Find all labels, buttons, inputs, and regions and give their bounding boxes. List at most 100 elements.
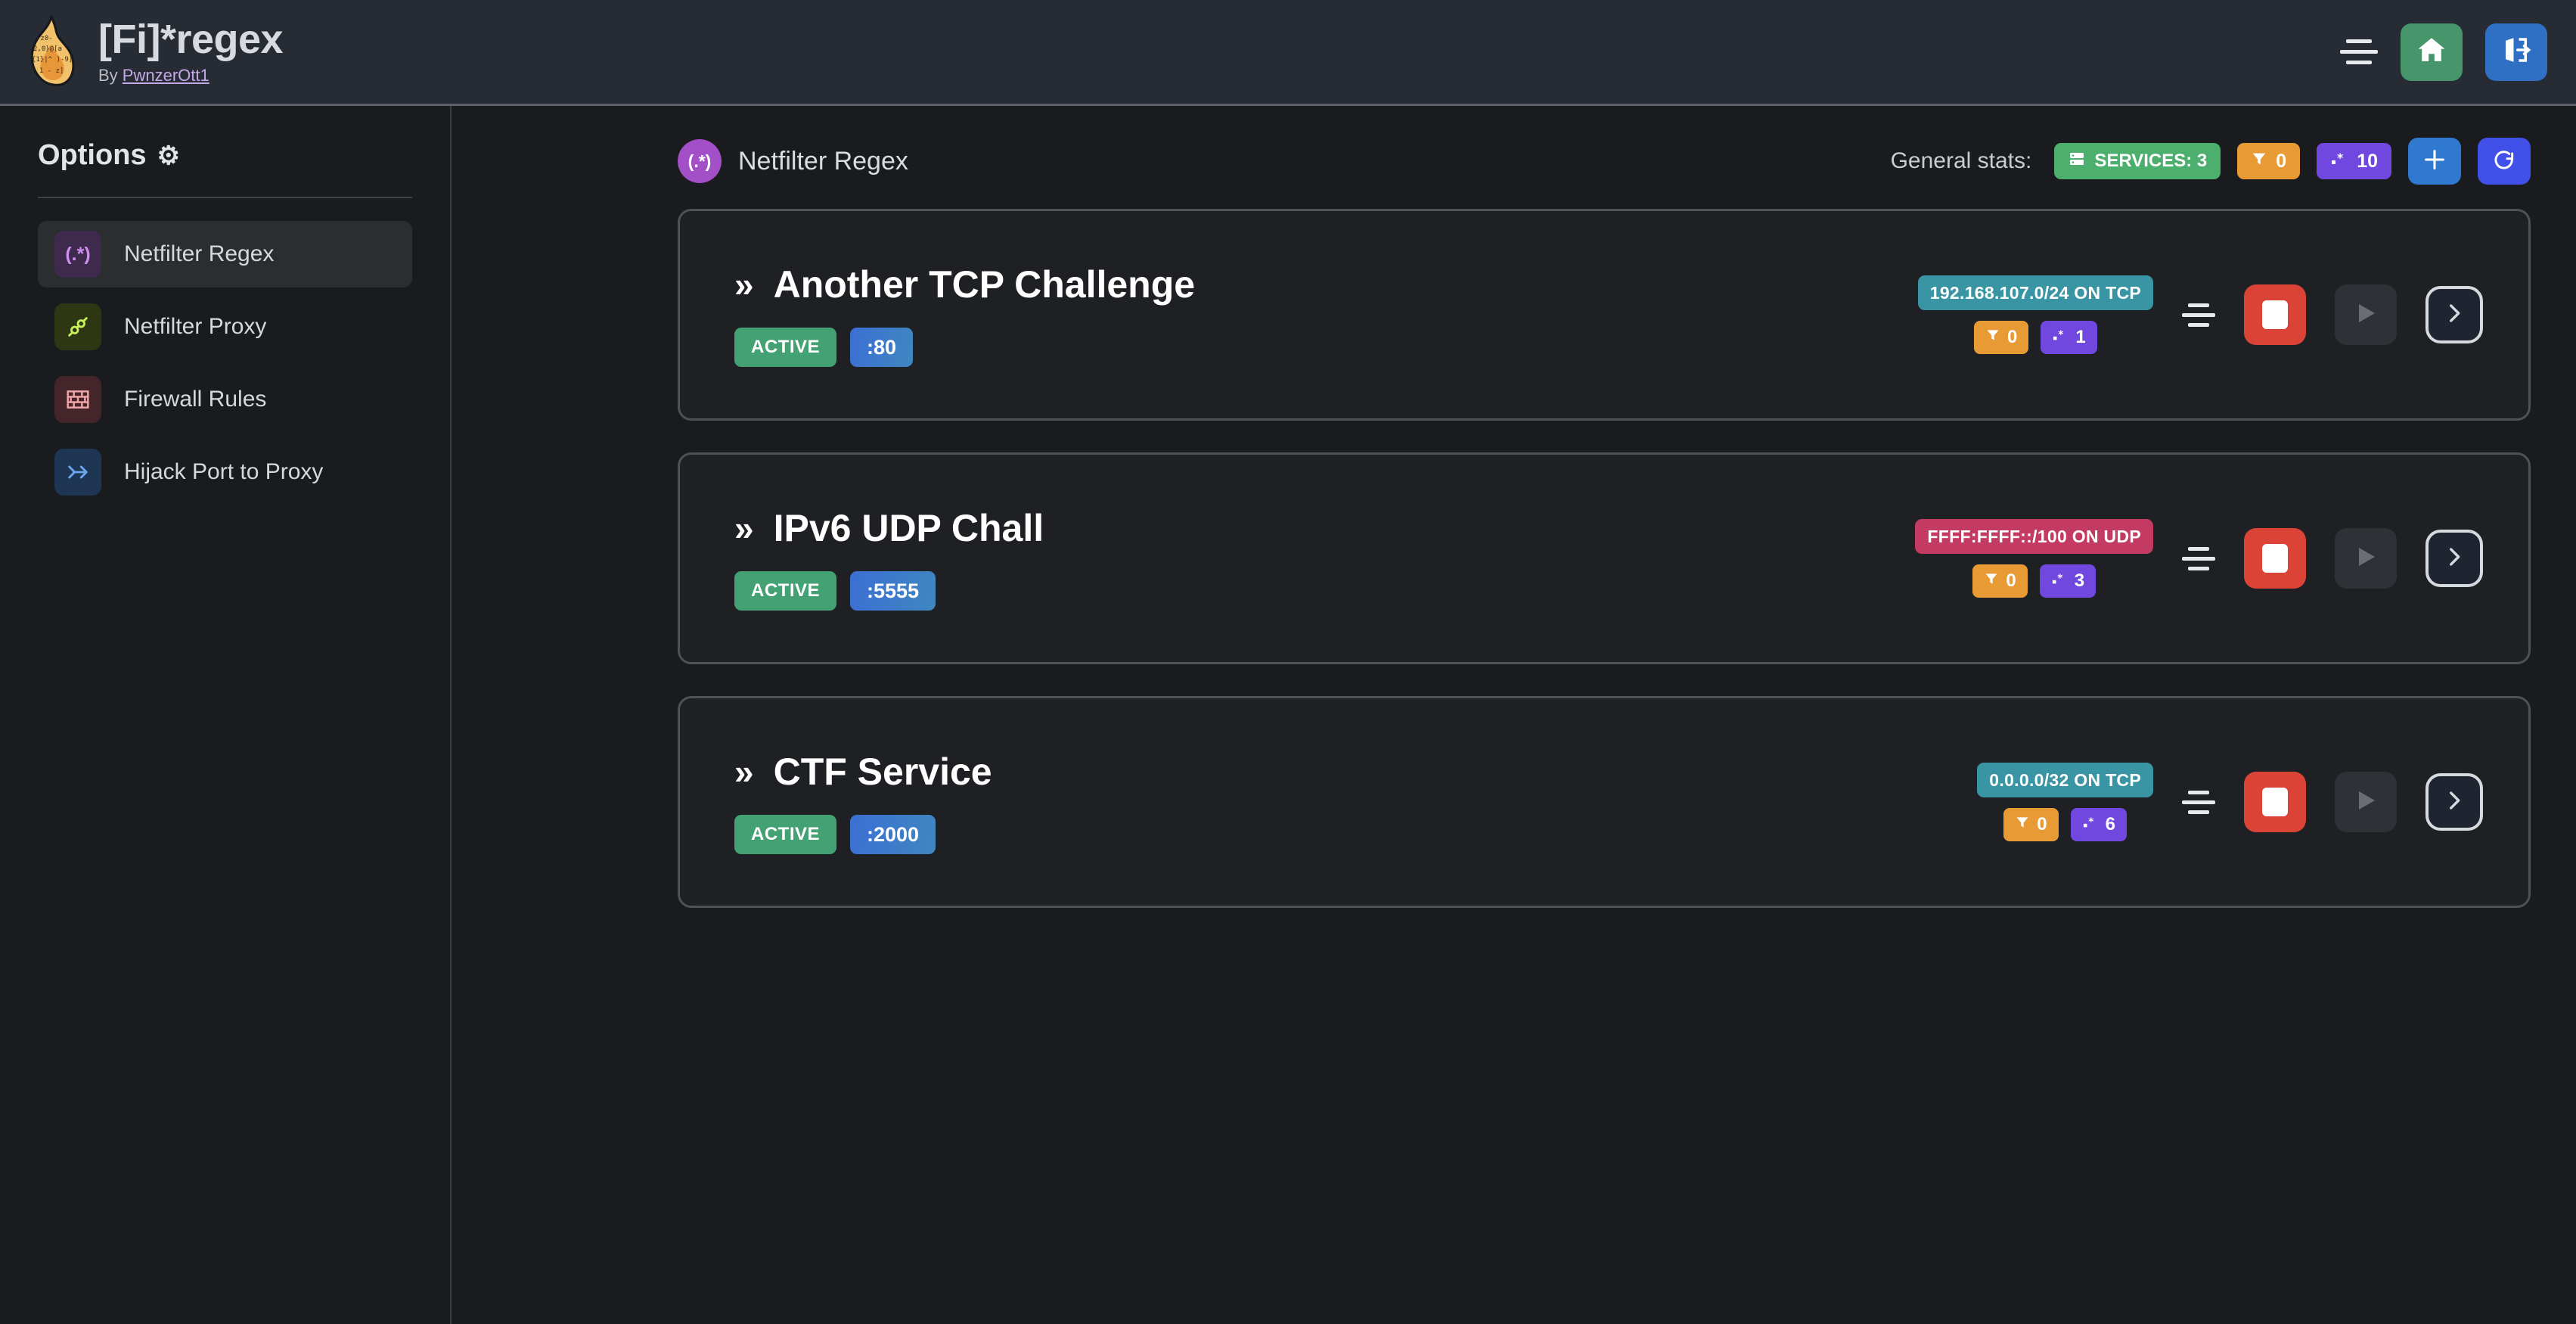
play-button[interactable] (2335, 772, 2397, 832)
general-stats: General stats: SERVICES: 3 0 * 10 (1891, 138, 2531, 185)
general-stats-label: General stats: (1890, 148, 2032, 173)
network-info: 192.168.107.0/24 ON TCP 0 * 1 (1917, 275, 2153, 354)
gear-icon: ⚙ (157, 141, 181, 170)
status-badge-regexes: * 10 (2317, 143, 2391, 179)
sidebar-heading-label: Options (38, 139, 147, 171)
regex-count-label: 3 (2074, 570, 2085, 591)
service-title: » CTF Service (734, 750, 992, 794)
sidebar-item-label: Firewall Rules (124, 387, 267, 412)
open-details-button[interactable] (2425, 286, 2483, 343)
network-badge: 192.168.107.0/24 ON TCP (1917, 275, 2153, 310)
hamburger-icon[interactable] (2340, 37, 2378, 67)
header-actions (2340, 23, 2547, 81)
play-icon (2352, 543, 2379, 574)
network-badge: FFFF:FFFF::/100 ON UDP (1915, 519, 2153, 554)
counters: 0 * 1 (1974, 321, 2097, 354)
author-link[interactable]: PwnzerOtt1 (122, 65, 209, 85)
sidebar-item-label: Netfilter Proxy (124, 314, 267, 339)
hamburger-icon[interactable] (2182, 546, 2215, 570)
flame-logo-icon: -z0- 2,0}@[a {1}|^ )-9] ( 1 - z] (23, 12, 76, 89)
service-badges: ACTIVE :80 (734, 328, 1195, 367)
play-button[interactable] (2335, 528, 2397, 589)
filter-count-label: 0 (2037, 814, 2047, 834)
regex-count-label: 1 (2075, 327, 2086, 347)
sidebar-item-netfilter-regex[interactable]: (.*) Netfilter Regex (38, 221, 412, 287)
chevron-right-icon (2441, 544, 2467, 573)
sidebar: Options ⚙ (.*) Netfilter Regex Netfilter… (0, 106, 452, 1324)
service-controls: FFFF:FFFF::/100 ON UDP 0 * 3 (1915, 519, 2483, 598)
page-title: Netfilter Regex (738, 146, 908, 176)
funnel-icon (1985, 327, 2000, 348)
open-details-button[interactable] (2425, 530, 2483, 587)
refresh-icon (2492, 148, 2516, 176)
port-badge: :5555 (850, 571, 936, 611)
sidebar-divider (38, 197, 412, 198)
filter-count-label: 0 (2006, 570, 2016, 591)
status-badge: ACTIVE (734, 328, 837, 367)
stop-button[interactable] (2244, 284, 2306, 345)
app-author-line: By PwnzerOtt1 (98, 66, 283, 85)
sidebar-item-hijack-port-to-proxy[interactable]: Hijack Port to Proxy (38, 439, 412, 505)
hamburger-icon[interactable] (2182, 790, 2215, 814)
by-label: By (98, 65, 123, 85)
refresh-button[interactable] (2478, 138, 2531, 185)
add-service-button[interactable] (2408, 138, 2461, 185)
regex-count-badge: * 6 (2070, 808, 2127, 841)
svg-text:*: * (2059, 329, 2064, 341)
top-header-bar: -z0- 2,0}@[a {1}|^ )-9] ( 1 - z] [Fi]*re… (0, 0, 2576, 106)
regex-star-icon: * (2082, 814, 2099, 835)
service-name: IPv6 UDP Chall (773, 507, 1044, 549)
svg-text:-z0-: -z0- (36, 35, 53, 42)
funnel-icon (1984, 570, 1999, 592)
chevron-right-icon (2441, 788, 2467, 817)
counters: 0 * 3 (1972, 564, 2096, 598)
stop-icon (2262, 788, 2288, 816)
home-button[interactable] (2401, 23, 2463, 81)
service-card[interactable]: » CTF Service ACTIVE :2000 0.0.0.0/32 ON… (678, 696, 2531, 908)
filter-count-label: 0 (2276, 150, 2287, 172)
sidebar-item-netfilter-proxy[interactable]: Netfilter Proxy (38, 294, 412, 360)
filter-count-badge: 0 (2003, 808, 2059, 841)
play-icon (2352, 300, 2379, 331)
stop-icon (2262, 544, 2288, 573)
port-badge: :80 (850, 328, 914, 367)
service-card[interactable]: » IPv6 UDP Chall ACTIVE :5555 FFFF:FFFF:… (678, 452, 2531, 664)
double-chevron-icon: » (734, 508, 754, 548)
play-button[interactable] (2335, 284, 2397, 345)
svg-text:*: * (2088, 816, 2093, 828)
chevron-right-icon (2441, 300, 2467, 330)
network-info: FFFF:FFFF::/100 ON UDP 0 * 3 (1915, 519, 2153, 598)
sidebar-heading: Options ⚙ (38, 139, 412, 172)
service-card[interactable]: » Another TCP Challenge ACTIVE :80 192.1… (678, 209, 2531, 421)
double-chevron-icon: » (734, 265, 754, 304)
server-icon (2068, 150, 2086, 173)
counters: 0 * 6 (2003, 808, 2127, 841)
sidebar-item-firewall-rules[interactable]: Firewall Rules (38, 366, 412, 433)
service-info: » CTF Service ACTIVE :2000 (734, 750, 992, 854)
main-content: (.*) Netfilter Regex General stats: SERV… (453, 106, 2576, 1324)
stop-button[interactable] (2244, 772, 2306, 832)
sidebar-item-label: Netfilter Regex (124, 241, 275, 266)
service-title: » Another TCP Challenge (734, 263, 1195, 306)
stop-button[interactable] (2244, 528, 2306, 589)
service-name: Another TCP Challenge (773, 263, 1196, 306)
logout-button[interactable] (2485, 23, 2547, 81)
svg-text:2,0}@[a: 2,0}@[a (33, 45, 62, 53)
hamburger-icon[interactable] (2182, 303, 2215, 327)
regex-badge-icon: (.*) (678, 139, 722, 183)
plus-icon (2422, 147, 2447, 176)
page-header: (.*) Netfilter Regex General stats: SERV… (453, 106, 2576, 185)
service-controls: 192.168.107.0/24 ON TCP 0 * 1 (1917, 275, 2483, 354)
plug-icon (54, 303, 101, 350)
open-details-button[interactable] (2425, 773, 2483, 831)
regex-count-label: 10 (2357, 150, 2378, 172)
network-info: 0.0.0.0/32 ON TCP 0 * 6 (1977, 763, 2153, 841)
services-list: » Another TCP Challenge ACTIVE :80 192.1… (453, 185, 2576, 908)
regex-count-badge: * 3 (2039, 564, 2096, 598)
sidebar-item-label: Hijack Port to Proxy (124, 459, 324, 484)
svg-text:{1}|^ )-9]: {1}|^ )-9] (32, 56, 73, 64)
service-name: CTF Service (773, 751, 992, 793)
filter-count-badge: 0 (1974, 321, 2029, 354)
play-icon (2352, 787, 2379, 818)
double-chevron-icon: » (734, 752, 754, 791)
